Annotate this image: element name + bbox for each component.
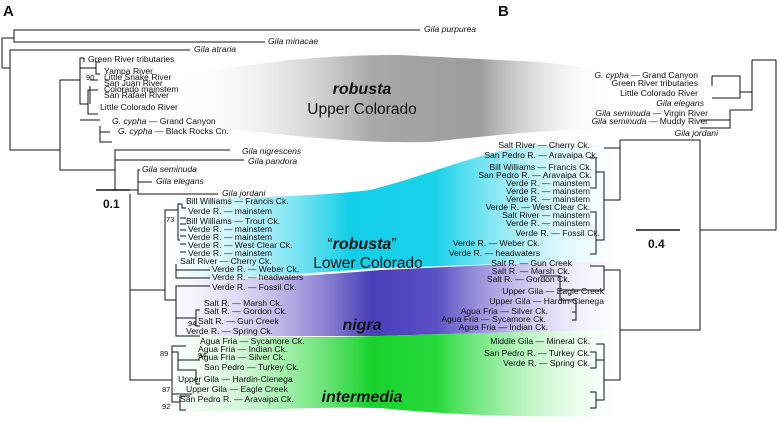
- tree-a-tip-label: Verde R. — Weber Ck.: [212, 264, 299, 274]
- tree-a-tip-label: Agua Fria — Indian Ck.: [198, 344, 287, 354]
- tree-b-tip-label: Verde R. — mainstem: [506, 194, 590, 204]
- tree-a-tip-label: Salt R. — Marsh Ck.: [204, 298, 282, 308]
- tree-b-tip-label: Salt R. — Marsh Ck.: [492, 266, 570, 276]
- intermedia-name: intermedia: [322, 389, 403, 406]
- tree-a-tip-label: Gila minacae: [268, 36, 318, 46]
- tree-a-tip-label: Yampa River: [104, 66, 153, 76]
- tree-a-tip-label: Upper Gila — Hardin-Cienega: [178, 374, 293, 384]
- tree-b-tip-label: Gila seminuda — Muddy River: [591, 116, 708, 126]
- tree-b-tip-label: San Pedro R. — Aravaipa Ck.: [478, 170, 592, 180]
- tree-a-tip-label: G. cypha — Grand Canyon: [112, 116, 216, 126]
- tree-b-tip-label: San Pedro R. — Aravaipa Ck.: [484, 150, 598, 160]
- tree-b-tip-label: Salt River — Cherry Ck.: [498, 140, 590, 150]
- support-73: 73: [166, 215, 174, 224]
- tree-a-tip-label: Verde R. — Fossil Ck.: [212, 282, 297, 292]
- tree-b-tip-label: San Pedro R. — Turkey Ck.: [484, 348, 590, 358]
- robusta-lower-sub: Lower Colorado: [313, 255, 422, 272]
- panel-a-label: A: [3, 3, 14, 20]
- tree-b-tip-label: Verde R. — West Clear Ck.: [486, 202, 590, 212]
- tree-a-tip-label: Upper Gila — Eagle Creek: [186, 384, 288, 394]
- support-87: 87: [162, 385, 170, 394]
- tree-a-tip-label: Verde R. — mainstem: [188, 248, 272, 258]
- tree-b-tip-label: Middle Gila — Mineral Ck.: [490, 336, 590, 346]
- tree-a-tip-label: Gila purpurea: [424, 24, 476, 34]
- tree-b-tip-label: Verde R. — Weber Ck.: [453, 238, 540, 248]
- support-94b: 94: [198, 351, 206, 360]
- tree-a-tip-label: Little Snake River: [104, 72, 171, 82]
- band-robusta-lower: [175, 145, 610, 280]
- band-intermedia: [175, 330, 610, 417]
- tree-b-tip-label: Verde R. — mainstem: [506, 186, 590, 196]
- tree-b-tip-label: Agua Fria — Indian Ck.: [459, 322, 548, 332]
- tree-a-tip-label: Verde R. — West Clear Ck.: [188, 240, 292, 250]
- tree-b-tip-label: Agua Fria — Silver Ck.: [461, 306, 548, 316]
- tree-a-tip-label: San Juan River: [104, 78, 163, 88]
- tree-a-tip-label: San Rafael River: [104, 90, 169, 100]
- robusta-lower-name: “robusta”: [327, 236, 396, 253]
- tree-b-tip-label: Little Colorado River: [620, 88, 698, 98]
- tree-a-tip-label: Salt R. — Gun Creek: [198, 316, 279, 326]
- scale-a-label: 0.1: [103, 197, 120, 211]
- tree-b-tip-label: Verde R. — mainstem: [506, 178, 590, 188]
- tree-b-tip-label: Agua Fria — Sycamore Ck.: [441, 314, 546, 324]
- tree-b-tip-label: Verde R. — Spring Ck.: [503, 358, 590, 368]
- tree-b-tip-label: Salt R. — Gordon Ck.: [487, 274, 570, 284]
- tree-a-tip-label: Green River tributaries: [88, 54, 174, 64]
- tree-a-tip-label: San Pedro R. — Aravaipa Ck.: [180, 394, 294, 404]
- tree-a-tip-label: Colorado mainstem: [104, 84, 179, 94]
- support-92: 92: [162, 402, 170, 411]
- scale-b-label: 0.4: [648, 237, 665, 251]
- band-robusta-upper: [175, 55, 610, 143]
- robusta-upper-sub: Upper Colorado: [307, 101, 416, 118]
- tree-a-tip-label: Agua Fria — Silver Ck.: [198, 352, 285, 362]
- tree-b-tip-label: Salt River — mainstem: [502, 210, 590, 220]
- tree-b-tip-label: G. cypha — Grand Canyon: [594, 70, 698, 80]
- tree-a-tip-label: Bill Williams — Francis Ck.: [186, 196, 289, 206]
- support-89: 89: [160, 349, 168, 358]
- tree-a-tip-label: Gila atraria: [194, 44, 236, 54]
- tree-a-tip-label: Salt River — Cherry Ck.: [180, 256, 272, 266]
- tree-b-tip-label: Gila jordani: [675, 128, 720, 138]
- tree-a-tip-label: Little Colorado River: [100, 102, 178, 112]
- panel-b-label: B: [498, 3, 509, 20]
- tree-a-tip-label: Verde R. — mainstem: [188, 224, 272, 234]
- tree-b: [540, 59, 777, 409]
- tree-a-tip-label: Gila pandora: [248, 156, 297, 166]
- nigra-name: nigra: [342, 317, 381, 334]
- robusta-upper-name: robusta: [333, 81, 392, 98]
- support-94a: 94: [188, 319, 196, 328]
- tree-a-tip-label: Agua Fria — Sycamore Ck.: [200, 336, 305, 346]
- tree-b-tip-label: Gila elegans: [656, 98, 704, 108]
- tree-b-tip-label: Verde R. — Fossil Ck.: [515, 228, 600, 238]
- tree-b-tip-label: Verde R. — mainstem: [506, 218, 590, 228]
- tree-b-tip-label: Upper Gila — Hardin-Cienega: [489, 296, 604, 306]
- tree-a-tip-label: Verde R. — headwaters: [212, 272, 303, 282]
- support-90: 90: [86, 73, 94, 82]
- tree-a-tip-label: G. cypha — Black Rocks Cn.: [118, 126, 229, 136]
- tree-a-tip-label: Gila nigrescens: [242, 146, 302, 156]
- tree-b-tip-label: Bill Williams — Francis Ck.: [489, 162, 592, 172]
- tree-b-tip-label: Salt R. — Gun Creek: [491, 258, 572, 268]
- tree-a-tip-label: Verde R. — Spring Ck.: [186, 326, 273, 336]
- band-nigra: [175, 262, 610, 336]
- tree-a-tip-label: Verde R. — mainstem: [188, 206, 272, 216]
- tree-a-tip-label: Salt R. — Gordon Ck.: [204, 306, 287, 316]
- tree-b-tip-label: Gila seminuda — Virgin River: [595, 108, 708, 118]
- tree-a: [1, 29, 420, 411]
- tree-a-tip-label: Bill Williams — Trout Ck.: [186, 216, 280, 226]
- tree-b-tip-label: Green River tributaries: [612, 78, 698, 88]
- tree-b-tip-label: Upper Gila — Eagle Creek: [502, 286, 604, 296]
- tree-a-tip-label: Verde R. — mainstem: [188, 232, 272, 242]
- tree-a-tip-label: Gila seminuda: [142, 164, 197, 174]
- tree-a-tip-label: Gila elegans: [156, 176, 204, 186]
- tree-b-tip-label: Verde R. — headwaters: [449, 248, 540, 258]
- tree-a-tip-label: San Pedro — Turkey Ck.: [204, 362, 299, 372]
- tree-a-tip-label: Gila jordani: [222, 188, 267, 198]
